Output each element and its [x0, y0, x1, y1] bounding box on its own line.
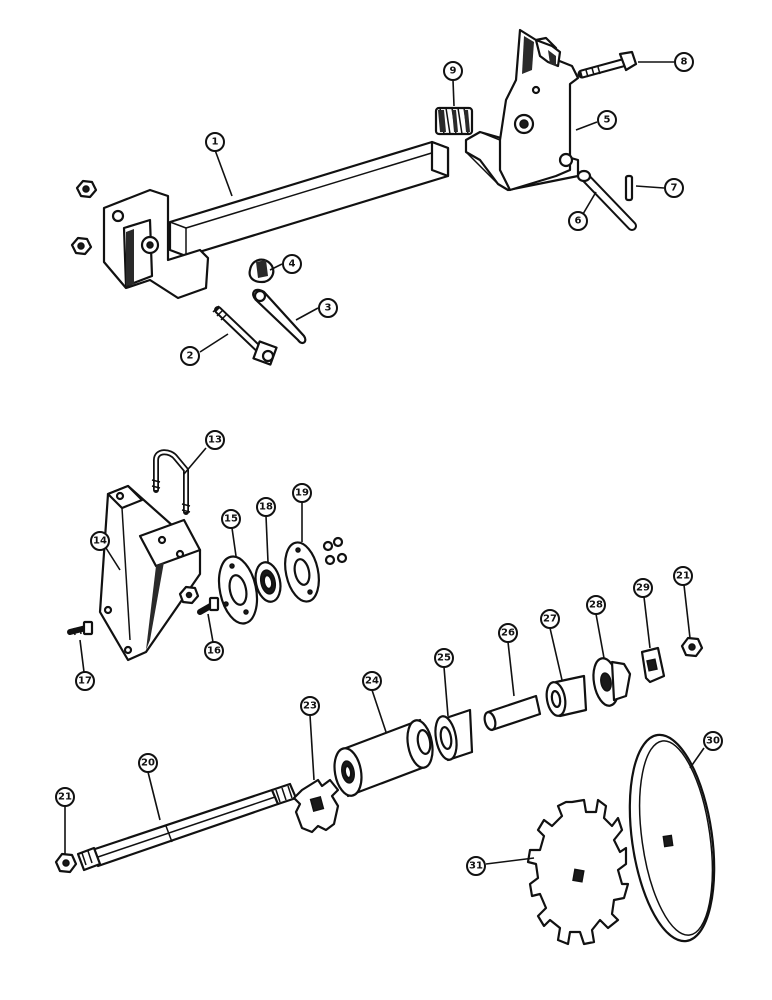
part-hanger-bracket	[98, 484, 202, 662]
svg-text:29: 29	[636, 583, 650, 594]
svg-text:28: 28	[589, 600, 603, 611]
part-sleeve-26	[483, 694, 542, 732]
svg-text:20: 20	[141, 758, 155, 769]
callout-24: 24	[362, 671, 382, 691]
callout-9: 9	[443, 61, 463, 81]
callouts: 1 2 3 4 5 6 7 8 9 13 14 15 16 17 18 19 2…	[55, 52, 723, 876]
callout-15: 15	[221, 509, 241, 529]
part-bolt	[577, 50, 638, 79]
callout-30: 30	[703, 731, 723, 751]
part-bushing-27	[545, 674, 588, 718]
part-end-cap	[592, 657, 632, 707]
part-bushing-25	[434, 708, 474, 762]
svg-text:18: 18	[259, 502, 273, 513]
part-small-bolt-16	[197, 596, 220, 615]
callout-28: 28	[586, 595, 606, 615]
part-u-bolt	[151, 449, 191, 515]
nut-upper-left	[75, 179, 98, 199]
svg-text:16: 16	[207, 646, 221, 657]
part-pin	[212, 305, 278, 366]
svg-text:30: 30	[706, 736, 720, 747]
part-plain-disc	[628, 733, 716, 943]
part-cotter-pin	[252, 288, 307, 345]
callout-26: 26	[498, 623, 518, 643]
part-knob	[248, 258, 275, 284]
part-square-washer	[640, 646, 666, 684]
callout-25: 25	[434, 648, 454, 668]
svg-text:13: 13	[208, 435, 222, 446]
callout-17: 17	[75, 671, 95, 691]
part-arm-tube	[102, 140, 450, 300]
callout-18: 18	[256, 497, 276, 517]
part-axle	[76, 782, 298, 872]
svg-text:15: 15	[224, 514, 238, 525]
nut-hanger	[178, 585, 200, 605]
svg-text:4: 4	[289, 259, 296, 270]
part-small-bolt-17	[67, 620, 94, 636]
callout-2: 2	[180, 346, 200, 366]
svg-text:31: 31	[469, 861, 483, 872]
part-spool	[333, 718, 434, 798]
svg-text:1: 1	[212, 137, 219, 148]
svg-text:2: 2	[187, 351, 194, 362]
part-notched-disc	[526, 798, 630, 946]
part-notched-washer	[292, 778, 340, 834]
callout-3: 3	[318, 298, 338, 318]
callout-14: 14	[90, 531, 110, 551]
svg-text:21: 21	[58, 792, 72, 803]
svg-text:26: 26	[501, 628, 515, 639]
callout-13: 13	[205, 430, 225, 450]
callout-6: 6	[568, 211, 588, 231]
part-spring-pin	[624, 174, 634, 202]
svg-text:24: 24	[365, 676, 379, 687]
part-flange-outer	[284, 541, 320, 603]
svg-text:3: 3	[325, 303, 332, 314]
part-flange	[217, 555, 259, 625]
callout-4: 4	[282, 254, 302, 274]
part-coil-spring	[434, 106, 474, 136]
svg-text:19: 19	[295, 488, 309, 499]
part-long-pin	[576, 169, 637, 231]
callout-5: 5	[597, 110, 617, 130]
callout-31: 31	[466, 856, 486, 876]
part-nut-21-left	[54, 852, 78, 874]
part-bearing	[254, 561, 282, 603]
svg-text:21: 21	[676, 571, 690, 582]
svg-text:7: 7	[671, 183, 678, 194]
svg-text:8: 8	[681, 57, 688, 68]
svg-text:5: 5	[604, 115, 611, 126]
nuts-flange	[322, 536, 348, 566]
callout-1: 1	[205, 132, 225, 152]
svg-text:17: 17	[78, 676, 92, 687]
svg-text:25: 25	[437, 653, 451, 664]
leader-lines	[64, 61, 705, 865]
callout-23: 23	[300, 696, 320, 716]
svg-text:9: 9	[450, 66, 457, 77]
part-pivot-bracket	[464, 28, 580, 192]
callout-20: 20	[138, 753, 158, 773]
callout-16: 16	[204, 641, 224, 661]
svg-text:27: 27	[543, 614, 557, 625]
callout-19: 19	[292, 483, 312, 503]
part-nut-21-right	[680, 636, 704, 658]
svg-text:6: 6	[575, 216, 582, 227]
callout-29: 29	[633, 578, 653, 598]
callout-8: 8	[674, 52, 694, 72]
callout-21-right: 21	[673, 566, 693, 586]
callout-21-left: 21	[55, 787, 75, 807]
callout-27: 27	[540, 609, 560, 629]
callout-7: 7	[664, 178, 684, 198]
svg-text:23: 23	[303, 701, 317, 712]
svg-text:14: 14	[93, 536, 107, 547]
nut-lower-left	[70, 236, 93, 256]
